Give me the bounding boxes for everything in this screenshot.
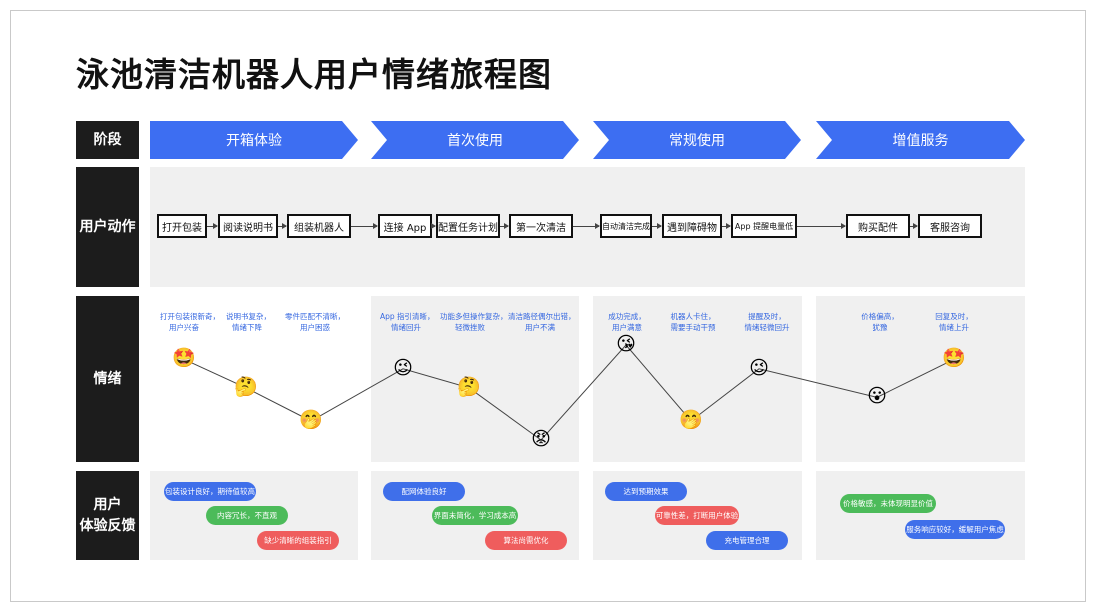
action-box: 客服咨询 bbox=[918, 214, 982, 238]
flow-arrow bbox=[910, 223, 918, 229]
feedback-pill: 界面未简化，学习成本高 bbox=[432, 506, 518, 525]
feedback-pill: 可靠性差，打断用户体验 bbox=[655, 506, 739, 525]
thinking-face-icon: 🤔 bbox=[234, 375, 258, 398]
flow-arrow bbox=[722, 223, 731, 229]
feedback-pill: 配网体验良好 bbox=[383, 482, 465, 501]
action-box: 配置任务计划 bbox=[436, 214, 500, 238]
stage-first-use: 首次使用 bbox=[371, 121, 579, 159]
emotion-note: 成功完成，用户满意 bbox=[608, 312, 646, 332]
feedback-pill: 充电管理合理 bbox=[706, 531, 788, 550]
flow-arrow bbox=[431, 223, 436, 229]
stage-value-added: 增值服务 bbox=[816, 121, 1025, 159]
emotion-panel-4 bbox=[816, 296, 1025, 462]
emotion-panel-1 bbox=[150, 296, 358, 462]
winking-face-icon: 😉 bbox=[749, 356, 769, 379]
star-struck-face-icon: 🤩 bbox=[172, 347, 196, 370]
emotion-note: 回复及时，情绪上升 bbox=[935, 312, 973, 332]
emotion-panel-3 bbox=[593, 296, 802, 462]
frowning-hand-face-icon: 🤭 bbox=[679, 409, 703, 431]
action-box: 第一次清洁 bbox=[509, 214, 573, 238]
winking-face-icon: 😉 bbox=[393, 356, 413, 379]
stage-unboxing: 开箱体验 bbox=[150, 121, 358, 159]
feedback-pill: 缺少清晰的组装指引 bbox=[257, 531, 339, 550]
flow-arrow bbox=[278, 223, 287, 229]
action-box: 打开包装 bbox=[157, 214, 207, 238]
flow-arrow bbox=[797, 223, 846, 229]
row-label-stage: 阶段 bbox=[76, 121, 139, 159]
frowning-hand-face-icon: 🤭 bbox=[299, 409, 323, 431]
emotion-note: 零件匹配不清晰，用户困惑 bbox=[285, 312, 345, 332]
feedback-pill: 内容冗长，不直观 bbox=[206, 506, 288, 525]
action-box: 遇到障碍物 bbox=[662, 214, 722, 238]
flow-arrow bbox=[500, 223, 509, 229]
flow-arrow bbox=[351, 223, 378, 229]
kissing-face-icon: 😘 bbox=[616, 333, 636, 355]
row-label-action: 用户动作 bbox=[76, 167, 139, 287]
emotion-note: 清洁路径偶尔出错，用户不满 bbox=[508, 312, 576, 332]
action-box: 组装机器人 bbox=[287, 214, 351, 238]
feedback-pill: 价格敏感，未体现明显价值 bbox=[840, 494, 936, 513]
emotion-note: 功能多但操作复杂，轻微挫败 bbox=[440, 312, 508, 332]
stage-regular-use: 常规使用 bbox=[593, 121, 801, 159]
flow-arrow bbox=[652, 223, 662, 229]
action-box: 自动清洁完成 bbox=[600, 214, 652, 238]
feedback-pill: 服务响应较好，缓解用户焦虑 bbox=[905, 520, 1005, 539]
flow-arrow bbox=[207, 223, 218, 229]
feedback-panel-4 bbox=[816, 471, 1025, 560]
row-label-feedback-line1: 用户 bbox=[93, 496, 122, 513]
emotion-note: App 指引清晰，情绪回升 bbox=[380, 312, 435, 332]
row-label-emotion: 情绪 bbox=[76, 296, 139, 462]
feedback-pill: 包装设计良好，期待值较高 bbox=[164, 482, 256, 501]
star-struck-face-icon: 🤩 bbox=[942, 347, 966, 370]
emotion-note: 提醒及时，情绪轻微回升 bbox=[744, 312, 790, 332]
thinking-face-icon: 🤔 bbox=[457, 375, 481, 398]
action-box: App 提醒电量低 bbox=[731, 214, 797, 238]
feedback-pill: 算法尚需优化 bbox=[485, 531, 567, 550]
surprised-face-icon: 😮 bbox=[867, 385, 887, 408]
angry-face-icon: 😡 bbox=[531, 428, 551, 450]
row-label-feedback-line2: 体验反馈 bbox=[79, 517, 136, 534]
emotion-note: 说明书复杂，情绪下降 bbox=[226, 312, 271, 332]
action-box: 阅读说明书 bbox=[218, 214, 278, 238]
emotion-panel-2 bbox=[371, 296, 579, 462]
emotion-note: 价格偏高，犹豫 bbox=[861, 312, 899, 332]
feedback-pill: 达到预期效果 bbox=[605, 482, 687, 501]
emotion-note: 打开包装很新奇，用户兴奋 bbox=[160, 312, 220, 332]
action-box: 购买配件 bbox=[846, 214, 910, 238]
page-title: 泳池清洁机器人用户情绪旅程图 bbox=[76, 55, 552, 94]
row-label-feedback: 用户 体验反馈 bbox=[76, 471, 139, 560]
emotion-note: 机器人卡住，需要手动干预 bbox=[670, 312, 716, 332]
flow-arrow bbox=[573, 223, 600, 229]
